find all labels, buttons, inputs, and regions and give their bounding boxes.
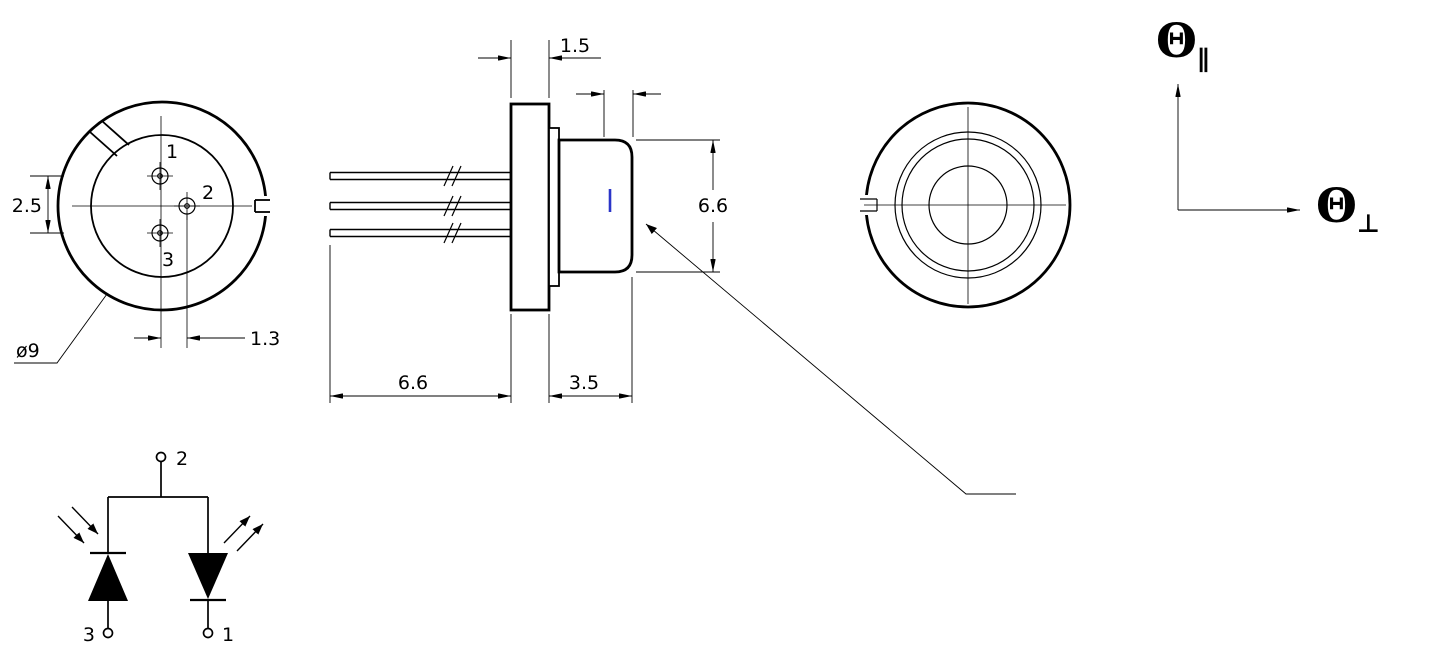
cap	[557, 138, 634, 274]
lead-break-marks	[443, 165, 462, 244]
key-notch	[254, 196, 274, 216]
dim-cap-diameter-label: 6.6	[698, 195, 728, 217]
incident-light-arrow	[57, 515, 85, 544]
dim-cap-diameter: 6.6	[636, 139, 728, 273]
dim-cap-length-label: 3.5	[569, 372, 599, 394]
cap-step	[548, 127, 560, 287]
pin-2-label: 2	[202, 182, 214, 204]
dim-lead-length-label: 6.6	[398, 372, 428, 394]
schematic-pin-2-label: 2	[176, 448, 188, 470]
photodiode-symbol	[57, 506, 128, 628]
dim-cap-length: 3.5	[548, 277, 633, 403]
pin-1-terminal	[202, 627, 214, 639]
window-view	[858, 101, 1072, 309]
pin-schematic: 2 3 1	[57, 448, 264, 646]
pin-1-label: 1	[166, 141, 178, 163]
diameter-callout: ø9	[14, 293, 108, 364]
laser-diode-symbol	[188, 515, 264, 628]
dim-pin-offset: 1.3	[134, 328, 280, 350]
pin-3-terminal	[102, 627, 114, 639]
schematic-pin-1-label: 1	[222, 624, 234, 646]
emitted-light-arrow	[236, 523, 264, 552]
dim-flange-thickness: 1.5	[478, 35, 601, 98]
pin-3-label: 3	[162, 249, 174, 271]
pin-2-terminal	[155, 451, 167, 463]
diameter-label: ø9	[16, 340, 40, 362]
laser-diode-triangle	[188, 553, 228, 599]
pin-3	[147, 219, 173, 247]
dim-flange-thickness-label: 1.5	[560, 35, 590, 57]
leads	[329, 171, 511, 238]
emission-point-leader	[645, 223, 1016, 495]
pin-2	[174, 192, 200, 220]
side-view: 1.5 6.6 6.6 3.5	[329, 35, 1016, 495]
photodiode-triangle	[88, 554, 128, 601]
dim-window-arrows	[576, 90, 661, 137]
dim-lead-length: 6.6	[329, 245, 512, 403]
beam-divergence-axes: Θ∥ Θ⊥	[1156, 14, 1380, 238]
theta-perpendicular-label: Θ⊥	[1316, 179, 1380, 238]
front-view: 1 2 3 2.5 1.3 ø9	[12, 100, 280, 364]
index-tab	[89, 120, 130, 157]
emitted-light-arrow	[223, 515, 251, 544]
dim-pin-offset-label: 1.3	[250, 328, 280, 350]
dim-pin-spacing: 2.5	[12, 175, 64, 234]
pin-1	[147, 162, 173, 190]
theta-parallel-label: Θ∥	[1156, 14, 1209, 73]
can-inner-circle	[90, 134, 234, 278]
schematic-pin-3-label: 3	[83, 624, 95, 646]
flange	[509, 102, 551, 312]
dim-pin-spacing-label: 2.5	[12, 195, 42, 217]
incident-light-arrow	[71, 506, 99, 535]
